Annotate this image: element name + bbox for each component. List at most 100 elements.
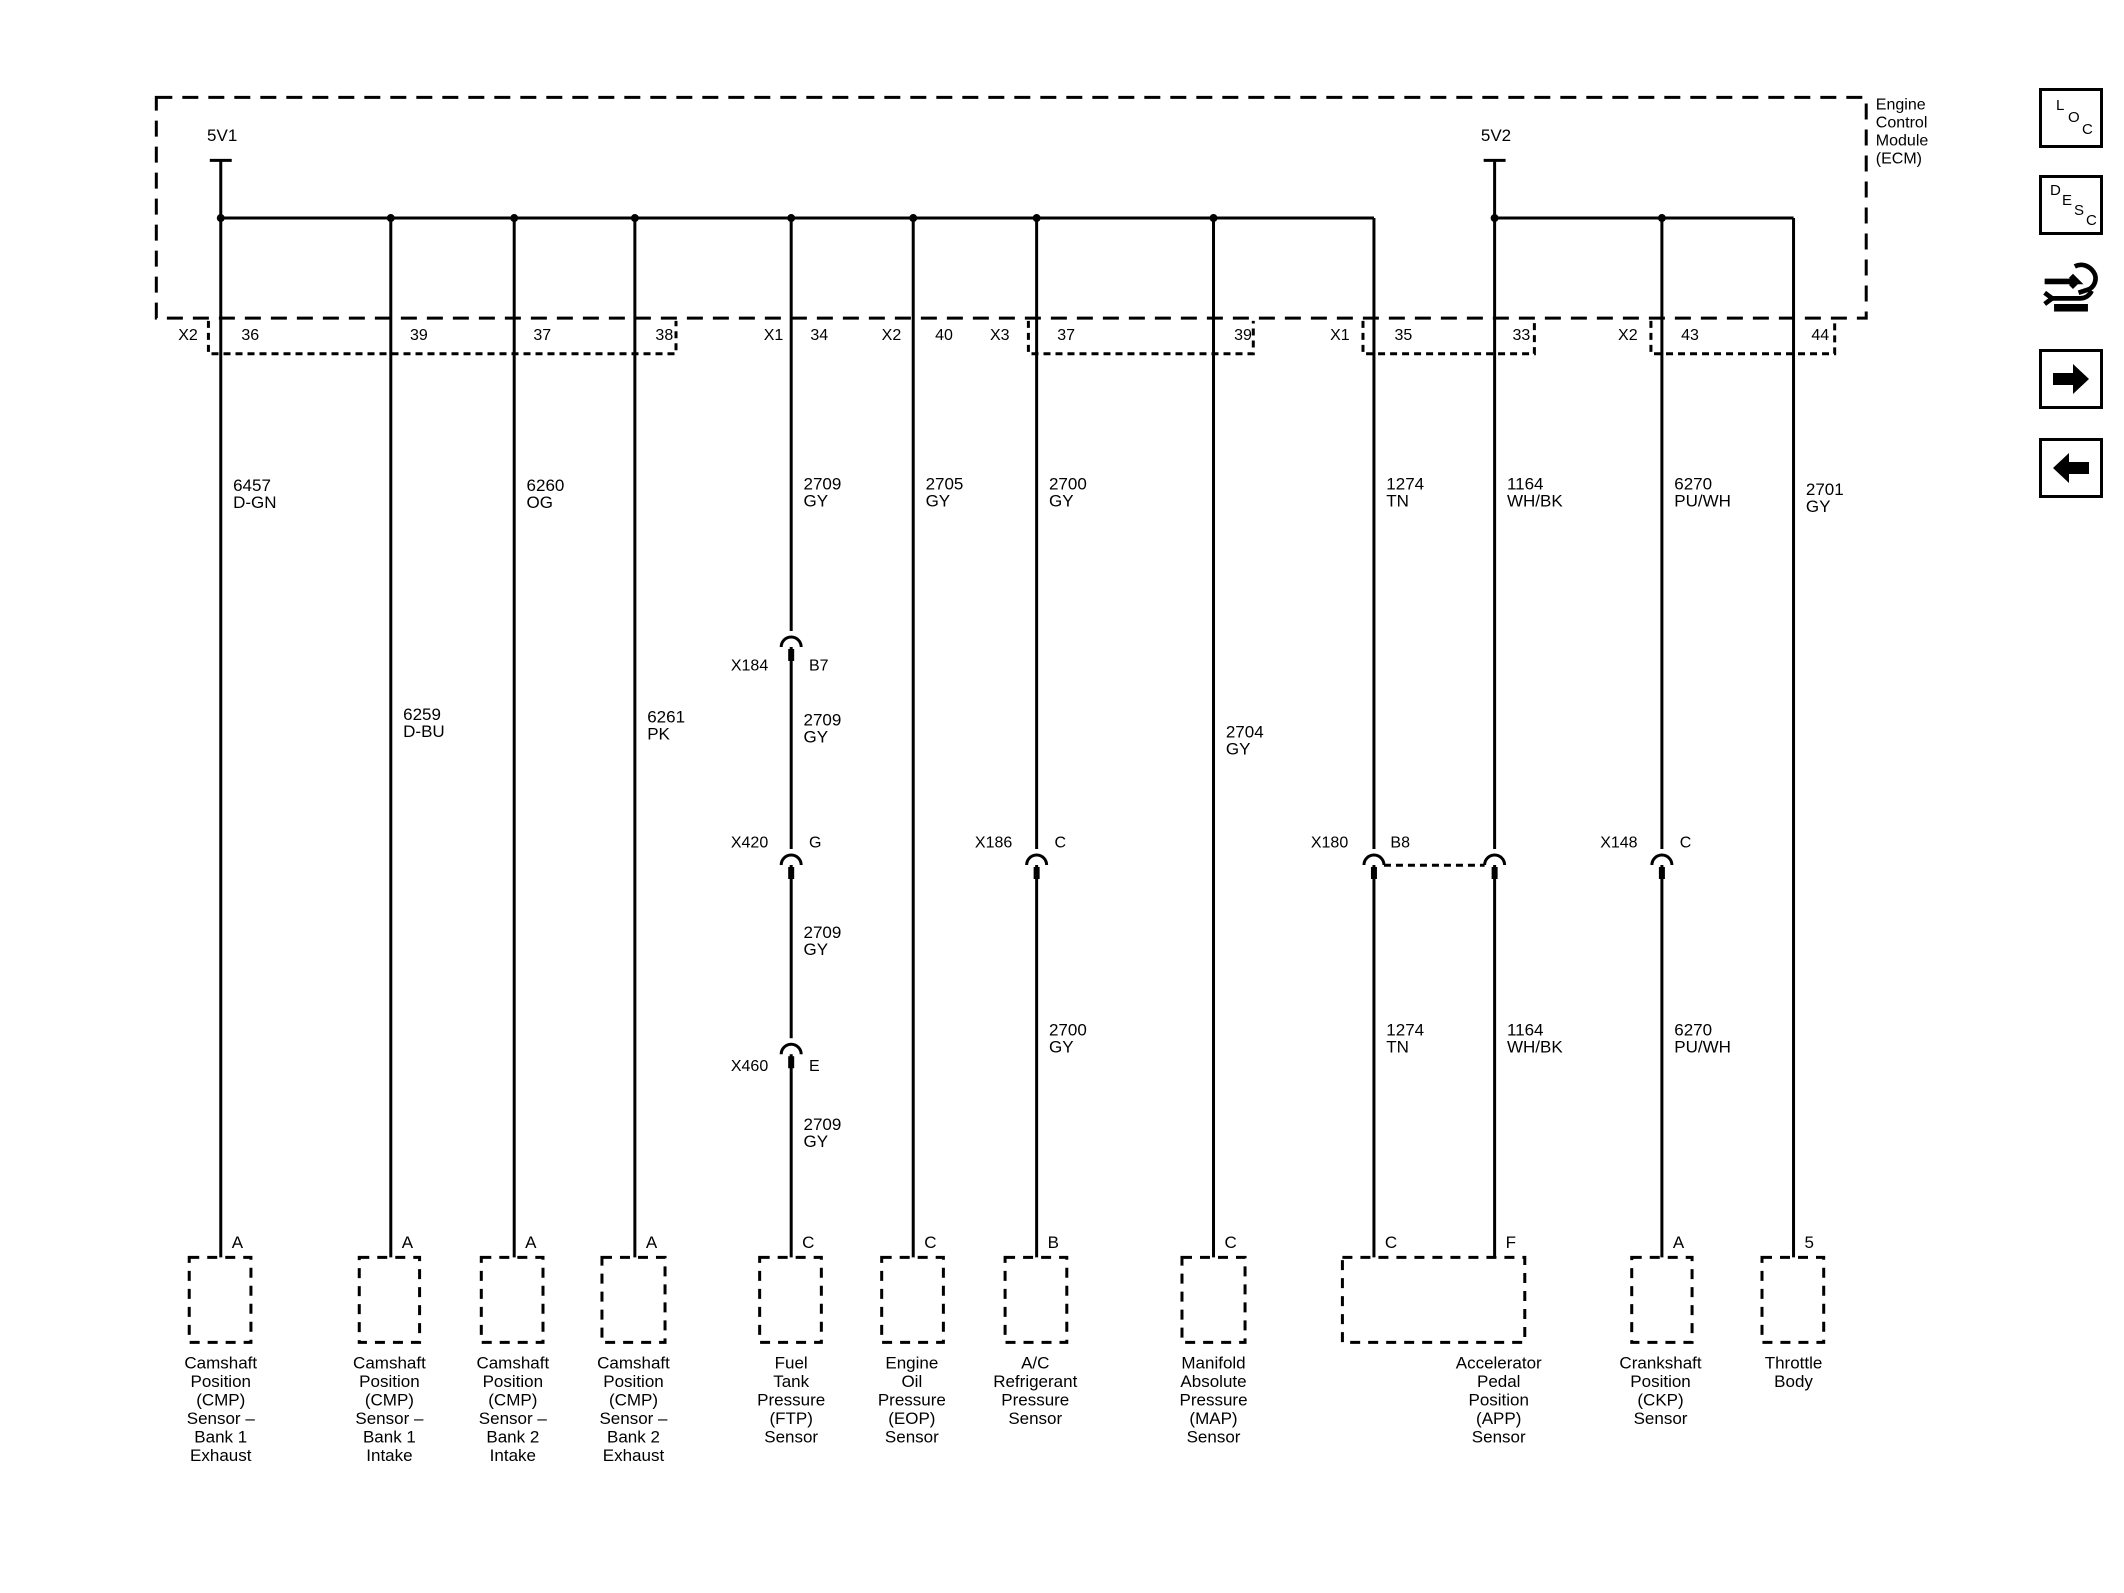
connector-label: X1 [764,327,784,344]
inline-gap [787,1038,796,1055]
component-pin: A [232,1233,244,1252]
connector-label: X2 [1618,327,1638,344]
power-label: 5V1 [207,126,237,145]
inline-connector-label: X420 [731,834,768,851]
component-label: Tank [773,1372,809,1391]
component-label: Oil [901,1372,922,1391]
component-outline [187,1255,253,1344]
desc-letter-d: D [2050,182,2061,199]
wire-label: GY [1226,740,1251,759]
previous-page-button[interactable] [2039,438,2103,498]
ecm-label: (ECM) [1876,151,1922,168]
loc-letter-o: O [2068,109,2080,126]
ecm-pin: 43 [1681,327,1699,344]
component-label: Exhaust [603,1446,665,1465]
component-label: Fuel [775,1353,808,1372]
component-outline [600,1255,667,1344]
component-pin: A [402,1233,414,1252]
component-label: (EOP) [888,1409,935,1428]
component-label: Absolute [1180,1372,1246,1391]
component-outline [1180,1255,1247,1344]
wire-label: 6260 [527,476,565,495]
connector-outline [1361,320,1536,356]
inline-connector [1483,853,1507,866]
inline-pin-label: B7 [809,658,829,675]
wire-label: 1164 [1507,1020,1544,1039]
component-pin: B [1048,1233,1059,1252]
wire-label: 2700 [1049,475,1087,494]
ecm-pin: 39 [1234,327,1252,344]
ecm-outline [154,95,1868,320]
ecm-pin: 37 [533,327,551,344]
component-outline [1003,1255,1069,1344]
loc-letter-c: C [2082,121,2093,138]
connector-outline [1649,320,1837,356]
inline-connector [1362,853,1386,866]
wire-label: TN [1386,492,1409,511]
inline-connector-label: X186 [975,834,1012,851]
inline-pin-label: C [1054,834,1066,851]
component-label: Crankshaft [1619,1353,1701,1372]
inline-connector [1650,853,1674,866]
component-label: Sensor – [355,1409,424,1428]
component-outline [1760,1255,1826,1344]
wire-label: 6270 [1674,1020,1712,1039]
component-label: Position [1468,1390,1528,1409]
next-page-button[interactable] [2039,349,2103,409]
component-label: Sensor – [479,1409,548,1428]
desc-button[interactable]: D E S C [2039,175,2103,235]
desc-letter-c: C [2086,212,2097,229]
wire-label: GY [804,492,829,511]
component-pin: A [646,1233,658,1252]
component-label: Exhaust [190,1446,252,1465]
connector-outline [206,320,678,356]
loc-letter-l: L [2056,97,2065,114]
component-label: Position [1630,1372,1690,1391]
inline-connector-label: X184 [731,658,768,675]
component-label: Position [603,1372,663,1391]
component-pin: A [1673,1233,1685,1252]
component-pin: A [525,1233,537,1252]
wire-label: PU/WH [1674,1037,1731,1056]
component-label: Sensor [1187,1427,1241,1446]
component-label: Sensor [885,1427,939,1446]
connector-label: X1 [1330,327,1350,344]
component-label: (CMP) [488,1390,537,1409]
inline-gap [787,849,796,866]
wire-label: 2701 [1806,480,1844,499]
component-label: Engine [885,1353,938,1372]
wire-label: GY [804,940,829,959]
component-label: Sensor [1472,1427,1526,1446]
ecm-pin: 36 [241,327,259,344]
component-label: (FTP) [769,1409,812,1428]
loc-button[interactable]: L O C [2039,88,2103,148]
component-pin: C [802,1233,814,1252]
ecm-label: Engine [1876,97,1926,114]
component-label: Camshaft [476,1353,549,1372]
component-label: Sensor [1008,1409,1062,1428]
wire-label: GY [1806,497,1831,516]
inline-gap [1657,849,1666,866]
wire-label: 1274 [1386,1020,1424,1039]
wire-label: 2709 [804,1115,842,1134]
inline-connector-label: X460 [731,1058,768,1075]
inline-connector-label: X180 [1311,834,1348,851]
component-label: Camshaft [184,1353,257,1372]
wire-label: WH/BK [1507,1037,1563,1056]
ecm-label: Control [1876,115,1928,132]
desc-letter-s: S [2074,202,2085,219]
wire-label: D-BU [403,722,445,741]
connector-tool-button[interactable] [2039,258,2103,318]
ecm-pin: 44 [1811,327,1829,344]
wire-label: 2704 [1226,723,1264,742]
inline-gap [1032,849,1041,866]
component-label: Position [359,1372,419,1391]
component-label: Intake [490,1446,536,1465]
power-label: 5V2 [1481,126,1511,145]
component-label: Pressure [757,1390,825,1409]
wire-label: GY [1049,492,1074,511]
component-label: Pressure [1001,1390,1069,1409]
arrow-right-icon [2053,364,2089,394]
component-pin: F [1506,1233,1516,1252]
